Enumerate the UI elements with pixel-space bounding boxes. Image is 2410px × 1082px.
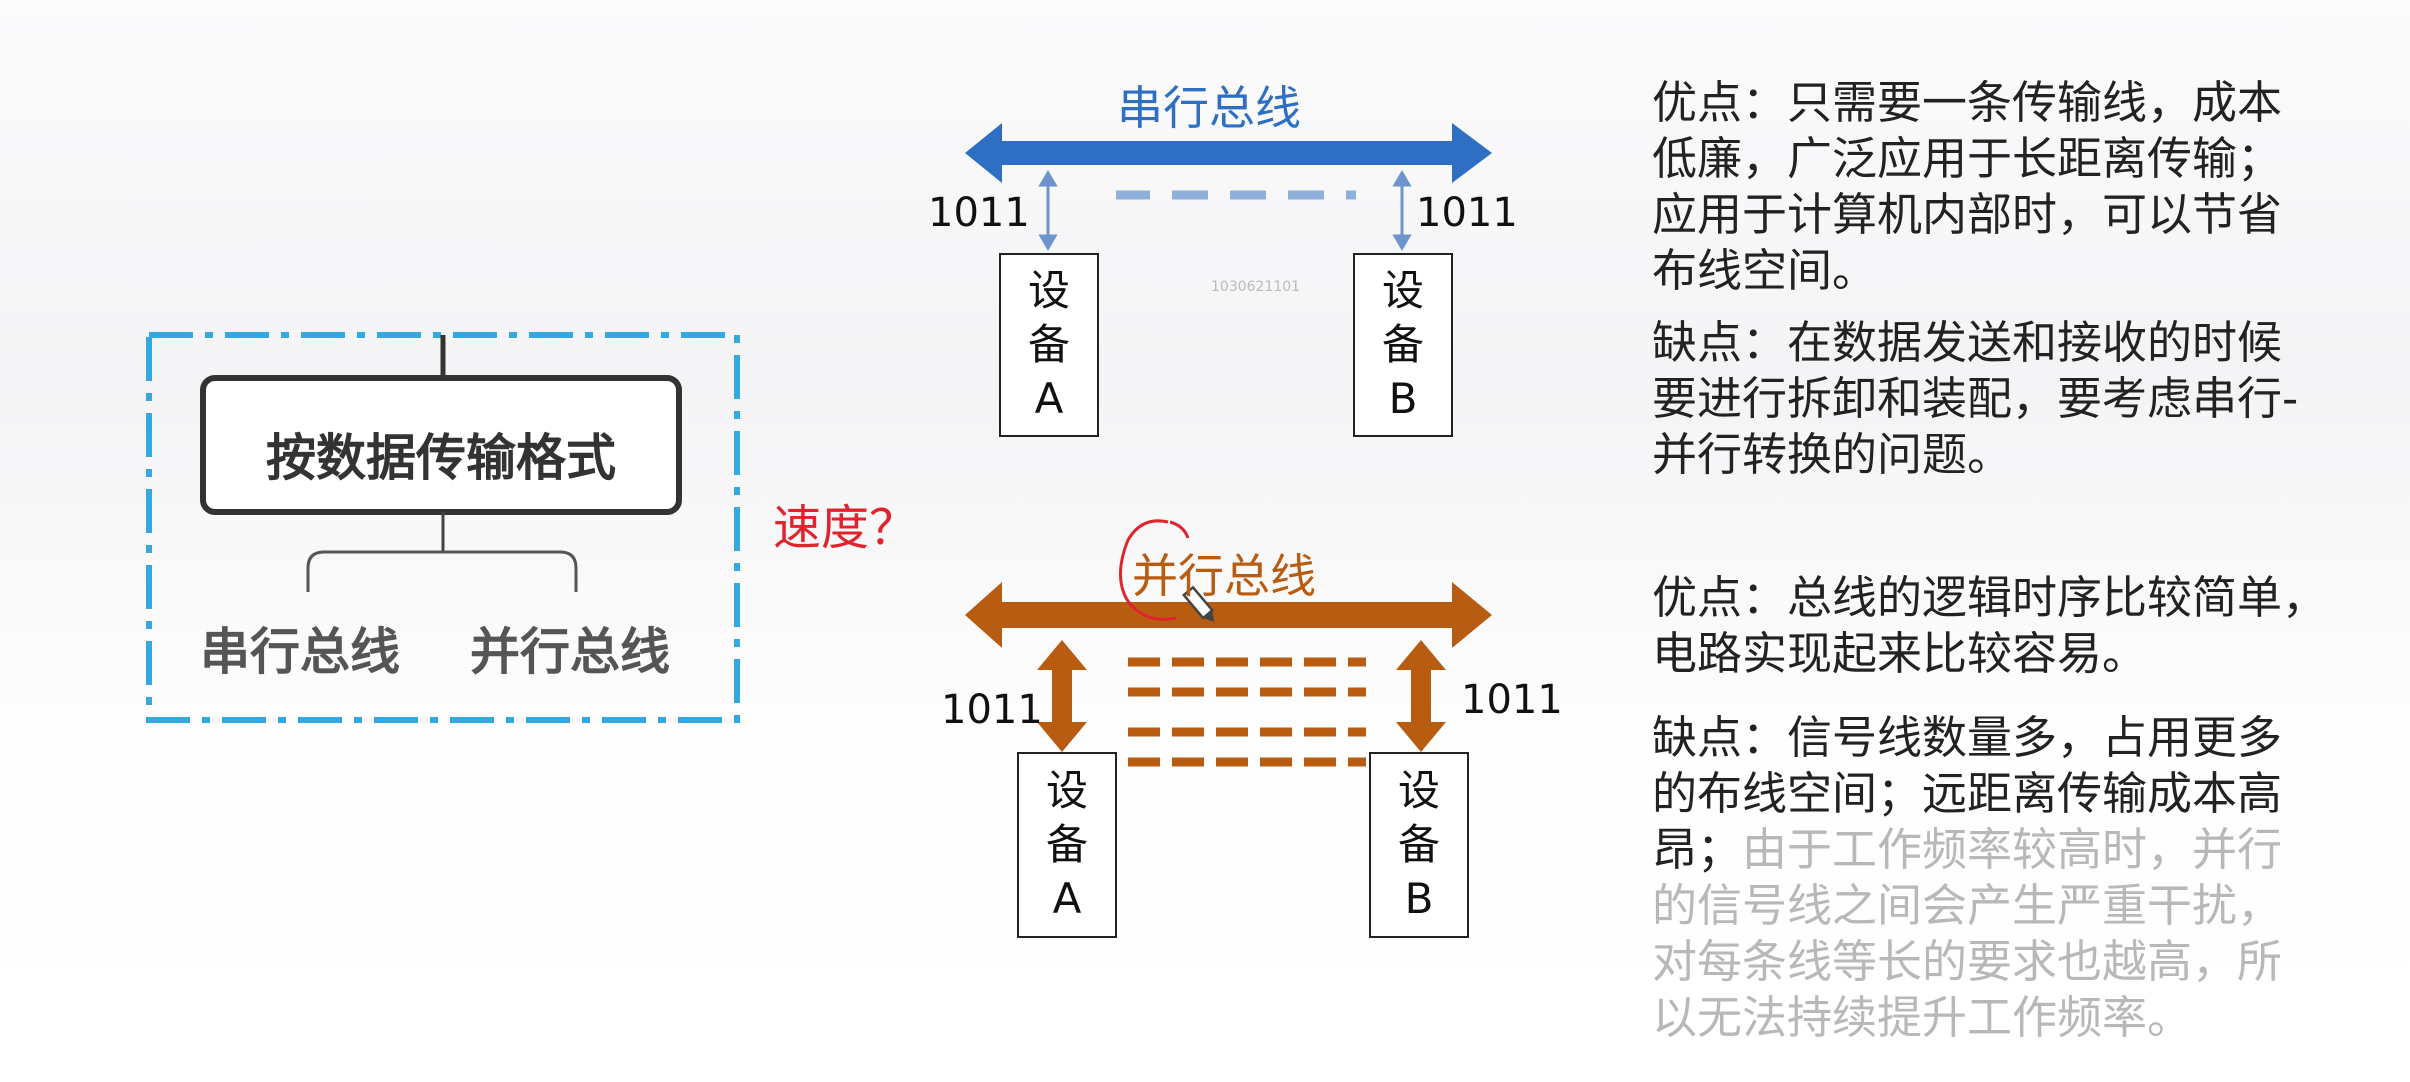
parallel-bus-title: 并行总线 <box>1132 549 1316 603</box>
device-label: B <box>1404 874 1434 923</box>
device-label: A <box>1034 374 1064 423</box>
pen-cursor-icon <box>1182 585 1215 622</box>
text-line: 缺点：信号线数量多，占用更多 <box>1652 711 2283 764</box>
text-line: 优点：只需要一条传输线，成本 <box>1652 76 2283 129</box>
text-line-faded: 对每条线等长的要求也越高，所 <box>1652 935 2283 988</box>
parallel-device-a: 设 备 A <box>1017 752 1117 938</box>
parallel-bus-arrow <box>965 582 1492 648</box>
branch-serial: 串行总线 <box>200 623 400 681</box>
branch-parallel: 并行总线 <box>470 623 670 681</box>
watermark: 1030621101 <box>1211 279 1301 295</box>
text-segment-faded: 由于工作频率较高时，并行 <box>1742 823 2283 876</box>
serial-link-b <box>1392 170 1412 251</box>
red-annotation-tail <box>1169 520 1190 539</box>
device-label: 备 <box>1045 820 1088 869</box>
serial-disadvantages: 缺点：在数据发送和接收的时候 要进行拆卸和装配，要考虑串行- 并行转换的问题。 <box>1652 315 2298 483</box>
text-segment: 昂； <box>1652 823 1743 876</box>
parallel-data-left: 1011 <box>941 687 1043 733</box>
text-line: 应用于计算机内部时，可以节省 <box>1652 188 2283 241</box>
device-label: 设 <box>1045 766 1088 815</box>
parallel-data-dashes <box>1128 657 1366 767</box>
parallel-device-b: 设 备 B <box>1369 752 1469 938</box>
serial-bus-arrow <box>965 123 1492 183</box>
device-label: B <box>1388 374 1418 423</box>
text-line: 优点：总线的逻辑时序比较简单， <box>1652 571 2328 624</box>
parallel-link-b <box>1396 640 1446 752</box>
text-line: 并行转换的问题。 <box>1652 428 2013 481</box>
device-label: 备 <box>1027 320 1070 369</box>
parallel-advantages: 优点：总线的逻辑时序比较简单， 电路实现起来比较容易。 <box>1652 570 2327 682</box>
red-annotation-mark <box>1118 519 1177 621</box>
serial-data-right: 1011 <box>1416 190 1518 236</box>
text-line: 昂；由于工作频率较高时，并行 <box>1652 822 2282 878</box>
text-line: 要进行拆卸和装配，要考虑串行- <box>1652 372 2299 425</box>
parallel-disadvantages: 缺点：信号线数量多，占用更多 的布线空间；远距离传输成本高 昂；由于工作频率较高… <box>1652 710 2282 1046</box>
tree-branch <box>306 550 578 592</box>
device-label: 备 <box>1397 820 1440 869</box>
device-label: 设 <box>1027 266 1070 315</box>
text-line: 低廉，广泛应用于长距离传输； <box>1652 132 2283 185</box>
speed-question: 速度？ <box>773 500 918 556</box>
text-line: 布线空间。 <box>1652 244 1878 297</box>
serial-link-a <box>1038 170 1058 251</box>
text-line-faded: 的信号线之间会产生严重干扰， <box>1652 879 2283 932</box>
device-label: 设 <box>1397 766 1440 815</box>
serial-device-a: 设 备 A <box>999 253 1099 437</box>
text-line: 电路实现起来比较容易。 <box>1652 627 2148 680</box>
device-label: A <box>1052 874 1082 923</box>
classification-title: 按数据传输格式 <box>266 429 616 487</box>
serial-bus-title: 串行总线 <box>1117 81 1301 135</box>
serial-data-left: 1011 <box>928 190 1030 236</box>
text-line: 的布线空间；远距离传输成本高 <box>1652 767 2283 820</box>
text-line: 缺点：在数据发送和接收的时候 <box>1652 316 2283 369</box>
device-label: 设 <box>1381 266 1424 315</box>
dash-dot-border <box>146 332 740 723</box>
parallel-link-a <box>1037 640 1087 752</box>
parallel-data-right: 1011 <box>1461 677 1563 723</box>
title-box <box>200 375 682 515</box>
text-line-faded: 以无法持续提升工作频率。 <box>1652 991 2193 1044</box>
device-label: 备 <box>1381 320 1424 369</box>
serial-advantages: 优点：只需要一条传输线，成本 低廉，广泛应用于长距离传输； 应用于计算机内部时，… <box>1652 75 2282 299</box>
serial-device-b: 设 备 B <box>1353 253 1453 437</box>
